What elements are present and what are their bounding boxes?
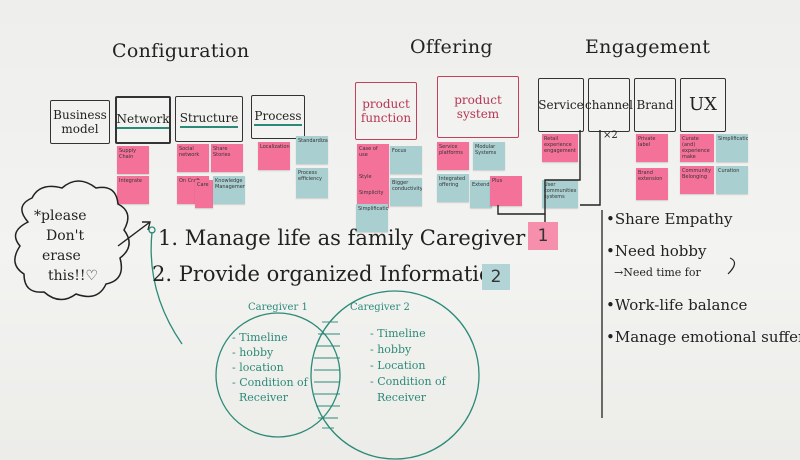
box-product-system: product system xyxy=(437,76,519,138)
heading-configuration: Configuration xyxy=(112,40,250,62)
sticky-user-communities: User communities systems xyxy=(542,180,578,208)
venn-right-item: - hobby xyxy=(370,343,412,356)
sticky-retail-experience: Retail experience engagement xyxy=(542,134,578,162)
venn-right-title: Caregiver 2 xyxy=(350,302,410,313)
box-service: Service xyxy=(538,78,584,132)
venn-right-item: - Timeline xyxy=(370,327,426,340)
sticky-integrated-offering: Integrated offering xyxy=(437,174,469,202)
need-work-life-balance: •Work-life balance xyxy=(606,296,748,314)
venn-left-item: Receiver xyxy=(232,391,288,404)
heading-engagement: Engagement xyxy=(585,36,711,58)
box-brand: Brand xyxy=(634,78,676,132)
sticky-process-efficiency: Process efficiency xyxy=(296,168,328,198)
note-line-4: this!!♡ xyxy=(48,268,99,284)
venn-right-item: - Condition of xyxy=(370,375,446,388)
sticky-care: Care xyxy=(195,180,213,208)
venn-hatching xyxy=(314,321,340,429)
venn-left-item: - Timeline xyxy=(232,331,288,344)
box-process: Process xyxy=(251,95,305,139)
box-process-label: Process xyxy=(254,109,302,126)
venn-left-title: Caregiver 1 xyxy=(248,302,308,313)
hobby-curl xyxy=(727,257,736,275)
box-ux: UX xyxy=(680,78,726,132)
venn-left-item: - Condition of xyxy=(232,376,308,389)
goal-marker xyxy=(148,226,156,234)
sticky-modular-systems: Modular Systems xyxy=(473,142,505,170)
venn-right-item: Receiver xyxy=(370,391,426,404)
note-arrow xyxy=(117,221,151,247)
dont-erase-note: *please Don't erase this!!♡ xyxy=(34,206,98,286)
goal-to-venn-line xyxy=(150,231,183,345)
need-hobby: •Need hobby xyxy=(606,242,707,260)
sticky-private-label: Private label xyxy=(636,134,668,162)
box-structure-label: Structure xyxy=(179,111,239,128)
sticky-curate-experience: Curate (and) experience make xyxy=(680,134,714,162)
note-arrow-head xyxy=(142,221,151,231)
note-line-2: Don't xyxy=(46,228,85,244)
box-product-function: product function xyxy=(355,82,417,140)
sticky-bigger-conductivity: Bigger conductivity xyxy=(390,178,422,206)
offering-bracket xyxy=(497,130,581,215)
venn-right-item: - Location xyxy=(370,359,426,372)
sticky-community-belonging: Community Belonging xyxy=(680,166,714,194)
sticky-standardization: Standardization xyxy=(296,136,328,164)
venn-left-circle xyxy=(215,312,341,438)
goal-1-tag: 1 xyxy=(528,222,558,250)
sticky-share-stories: Share Stories xyxy=(211,144,243,172)
box-business-model: Business model xyxy=(50,100,110,144)
sticky-curation: Curation xyxy=(716,166,748,194)
sticky-supply-chain: Supply Chain xyxy=(117,146,149,174)
sticky-simplification-ux: Simplification xyxy=(716,134,748,162)
goal-2-tag: 2 xyxy=(482,264,510,290)
sticky-simplicity: Simplicity xyxy=(357,188,389,208)
sticky-plus: Plus xyxy=(490,176,522,206)
venn-left-item: - hobby xyxy=(232,346,274,359)
sticky-service-platforms: Service platforms xyxy=(437,142,469,170)
goal-2-text: 2. Provide organized Information xyxy=(152,262,506,286)
engagement-bracket xyxy=(580,130,601,206)
box-channel: channel xyxy=(585,78,633,132)
venn-right-list: - Timeline - hobby - Location - Conditio… xyxy=(370,326,446,406)
sticky-simplification: Simplification xyxy=(356,204,388,232)
venn-right-circle xyxy=(310,290,480,460)
note-line-1: *please xyxy=(34,208,87,224)
goal-1-text: 1. Manage life as family Caregiver xyxy=(158,226,526,250)
need-time-for: →Need time for xyxy=(614,266,701,279)
sticky-localization: Localization xyxy=(258,142,290,170)
sticky-knowledge-management: Knowledge Management xyxy=(213,176,245,204)
cloud-outline xyxy=(14,180,130,301)
note-line-3: erase xyxy=(42,248,81,264)
need-share-empathy: •Share Empathy xyxy=(606,210,733,228)
sticky-case-of-use: Case of use xyxy=(357,144,389,172)
venn-left-list: - Timeline - hobby - location - Conditio… xyxy=(232,330,308,405)
sticky-social-network: Social network xyxy=(177,144,209,172)
sticky-extend: Extend xyxy=(470,180,492,208)
venn-left-item: - location xyxy=(232,361,284,374)
sticky-integrate: Integrate xyxy=(117,176,149,204)
channel-mark: ×2 xyxy=(603,130,618,141)
box-structure: Structure xyxy=(175,96,243,142)
heading-offering: Offering xyxy=(410,36,493,58)
sticky-focus: Focus xyxy=(390,146,422,174)
box-network: Network xyxy=(115,96,171,144)
box-network-label: Network xyxy=(116,112,170,129)
need-manage-emotional: •Manage emotional suffers xyxy=(606,328,800,346)
sticky-brand-extension: Brand extension xyxy=(636,168,668,200)
